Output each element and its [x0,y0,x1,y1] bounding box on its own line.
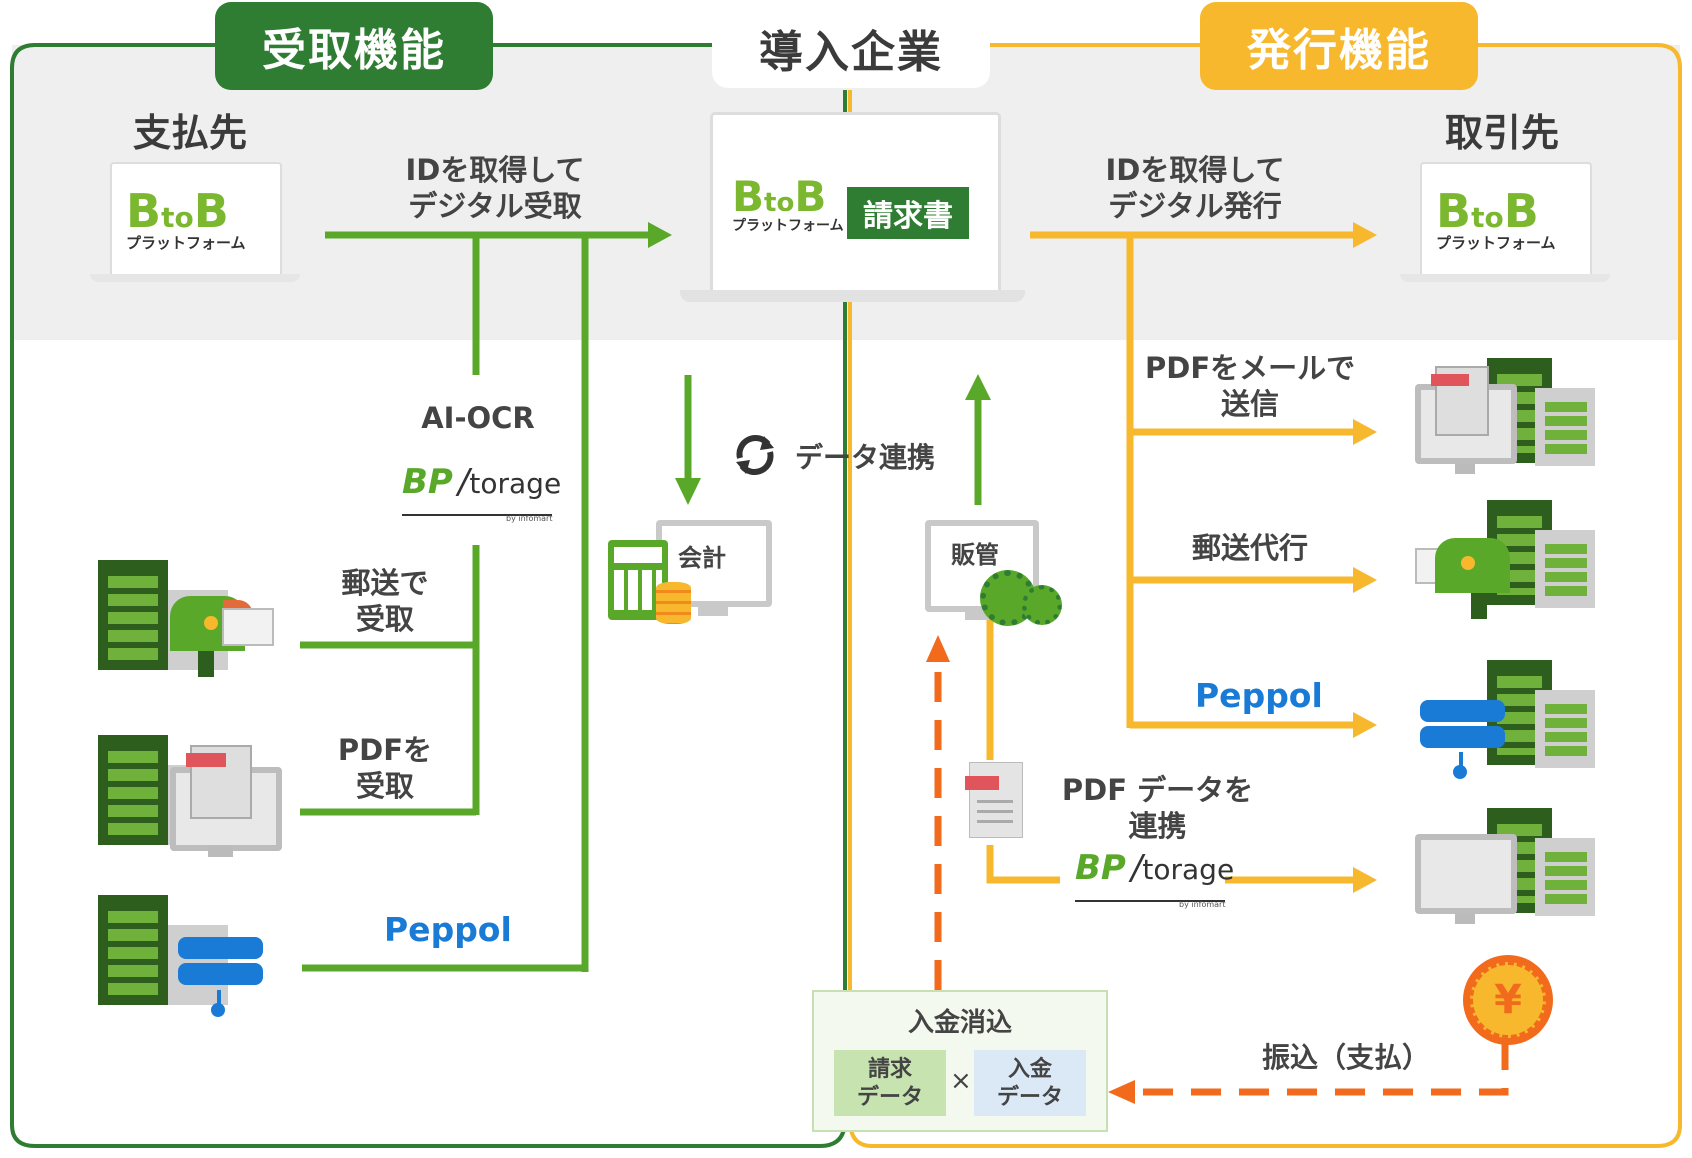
issue-digital-label: IDを取得してデジタル発行 [1105,153,1285,223]
company-header: 導入企業 [712,8,990,88]
center-laptop: BtoB プラットフォーム 請求書 [680,112,1025,312]
yen-coin-icon: ¥ [1463,955,1553,1045]
pdf-data-link-label: PDF データを連携 [1061,773,1254,843]
partner-monitor-icon [1415,808,1595,933]
bp-storage-logo-right: BP /torage by infomart [1075,848,1235,909]
pdf-receive-label: PDFを受取 [337,733,433,803]
btob-logo: BtoB プラットフォーム [126,184,246,252]
times-sign: × [950,1066,972,1096]
payee-title: 支払先 [132,111,247,155]
building-mailbox-icon [98,560,278,680]
data-link-label: データ連携 [795,441,936,474]
btob-logo: BtoB プラットフォーム [1436,184,1556,252]
invoice-data-chip: 請求データ [834,1050,946,1116]
partner-mailbox-icon [1415,500,1595,625]
partner-server-icon [1415,660,1595,785]
building-pdf-monitor-icon [98,735,282,865]
invoice-badge: 請求書 [847,187,969,239]
partner-title: 取引先 [1444,111,1559,155]
ai-ocr-label: AI-OCR [421,401,535,435]
sales-management-icon: 販管 [925,520,1065,630]
bp-storage-logo: BP /torage by infomart [402,462,562,523]
partner-laptop: BtoB プラットフォーム [1400,162,1610,287]
receive-function-header: 受取機能 [215,2,493,90]
reconcile-title: 入金消込 [907,1008,1012,1038]
issue-function-header: 発行機能 [1200,2,1478,90]
peppol-left-label: Peppol [384,910,512,949]
payee-laptop: BtoB プラットフォーム [90,162,300,287]
peppol-right-label: Peppol [1195,676,1323,715]
accounting-label: 会計 [678,544,726,572]
accounting-icon: 会計 [608,520,772,630]
sales-management-label: 販管 [951,541,999,569]
mail-proxy-label: 郵送代行 [1191,531,1308,565]
reconcile-box: 入金消込 請求データ × 入金データ [812,990,1108,1132]
sync-icon [730,430,780,480]
building-server-icon [98,895,278,1025]
receive-digital-label: IDを取得してデジタル受取 [405,153,585,223]
partner-pdf-monitor-icon [1415,358,1595,483]
transfer-label: 振込（支払） [1262,1041,1431,1074]
pdf-mail-send-label: PDFをメールで送信 [1145,351,1356,421]
pdf-document-icon [965,762,1023,840]
mail-receive-label: 郵送で受取 [341,566,429,636]
btob-logo: BtoB プラットフォーム [732,172,844,234]
payment-data-chip: 入金データ [974,1050,1086,1116]
